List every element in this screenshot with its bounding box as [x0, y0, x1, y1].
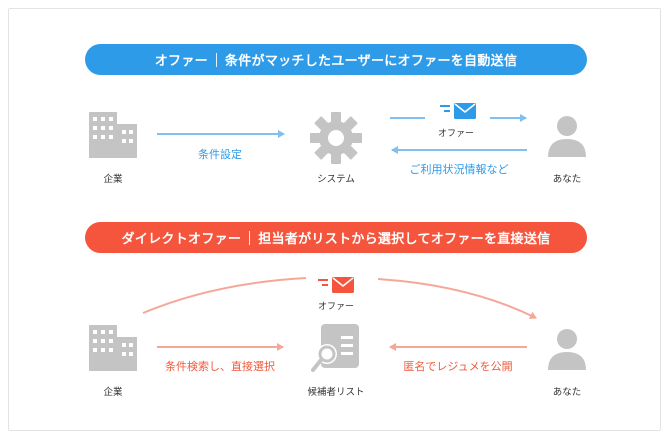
- curve-company-to-you: [377, 278, 537, 319]
- candidate-list-label: 候補者リスト: [307, 387, 365, 398]
- you-label: あなた: [552, 174, 582, 185]
- company-building-icon: [89, 325, 137, 371]
- direct-offer-banner-title: ダイレクトオファー: [121, 232, 242, 247]
- person-icon: [548, 116, 586, 157]
- direct-offer-mail-label: オファー: [317, 302, 355, 312]
- curve-company-left: [142, 277, 307, 314]
- mail-icon: [318, 277, 354, 293]
- offer-banner-description: 条件がマッチしたユーザーにオファーを自動送信: [224, 54, 518, 69]
- offer-banner: オファー 条件がマッチしたユーザーにオファーを自動送信: [85, 44, 587, 75]
- gear-icon: [310, 112, 362, 164]
- usage-info-text: ご利用状況情報など: [409, 163, 509, 176]
- direct-offer-banner-description: 担当者がリストから選択してオファーを直接送信: [258, 232, 551, 247]
- anonymous-resume-text: 匿名でレジュメを公開: [403, 360, 513, 373]
- system-label: システム: [317, 174, 355, 185]
- direct-offer-banner: ダイレクトオファー 担当者がリストから選択してオファーを直接送信: [85, 222, 587, 253]
- banner-divider: [249, 230, 251, 245]
- you-label: あなた: [552, 387, 582, 398]
- mail-icon: [440, 103, 476, 119]
- search-select-text: 条件検索し、直接選択: [165, 360, 275, 373]
- banner-divider: [215, 52, 217, 67]
- company-building-icon: [89, 112, 137, 158]
- person-icon: [548, 329, 586, 370]
- offer-banner-title: オファー: [154, 54, 208, 69]
- offer-mail-label: オファー: [437, 129, 475, 139]
- candidate-list-icon: [311, 324, 359, 372]
- company-label: 企業: [103, 387, 123, 398]
- company-label: 企業: [103, 174, 123, 185]
- condition-setting-text: 条件設定: [198, 148, 242, 161]
